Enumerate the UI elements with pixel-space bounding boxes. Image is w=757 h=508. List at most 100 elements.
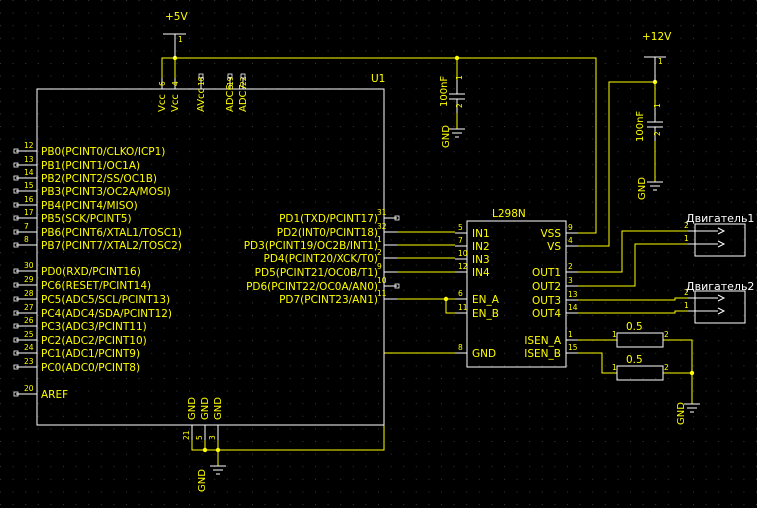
mcu-left-nc-stub — [13, 175, 19, 181]
gnd-label-cap1: GND — [441, 125, 452, 148]
mcu-right-pin-number: 2 — [377, 248, 382, 257]
driver-left-pin-label: EN_B — [472, 308, 499, 320]
driver-right-pin-label: OUT1 — [532, 267, 561, 279]
motor1-label: Двигатель1 — [686, 212, 754, 225]
mcu-left-pin-label: PB2(PCINT2/SS/OC1B) — [41, 173, 157, 185]
mcu-top-nc-stub — [240, 73, 246, 79]
junction-enable — [443, 296, 449, 302]
driver-right-pin-label: ISEN_B — [524, 348, 561, 360]
junction-mcu-gnd — [215, 447, 221, 453]
driver-right-pin-number: 1 — [568, 330, 573, 339]
mcu-bottom-pin-label: GND — [213, 397, 224, 420]
mcu-top-pin-number: 19 — [226, 76, 235, 86]
mcu-left-nc-stub — [13, 229, 19, 235]
driver-left-pin-number: 5 — [458, 223, 463, 232]
mcu-left-nc-stub — [13, 364, 19, 370]
wire-out2 — [578, 243, 688, 287]
mcu-right-pin-number: 10 — [377, 276, 387, 285]
power-label-12v: +12V — [642, 31, 672, 43]
mcu-left-nc-stub — [13, 391, 19, 397]
mcu-left-pin-label: PC1(ADC1/PCINT9) — [41, 348, 140, 360]
junction-mcu-gnd — [202, 447, 208, 453]
junction-res-gnd — [689, 370, 695, 376]
mcu-right-pin-number: 9 — [377, 262, 382, 271]
motor1-pin2: 2 — [684, 221, 689, 230]
mcu-left-pin-label: PD0(RXD/PCINT16) — [41, 266, 141, 278]
driver-right-pin-number: 14 — [568, 303, 578, 312]
mcu-left-nc-stub — [13, 323, 19, 329]
resistor1-body — [616, 332, 664, 348]
components: 6Vcc4Vcc18AVcc19ADC622ADC712PB0(PCINT0/C… — [13, 33, 746, 475]
mcu-bottom-pin-number: 21 — [182, 430, 191, 440]
mcu-left-pin-number: 12 — [24, 141, 34, 150]
driver-right-pin-number: 2 — [568, 262, 573, 271]
driver-ref: L298N — [492, 208, 526, 220]
mcu-top-pin-label: Vcc — [170, 94, 181, 112]
driver-right-pin-number: 15 — [568, 343, 578, 352]
driver-left-pin-number: 7 — [458, 236, 463, 245]
driver-left-pin-label: IN3 — [472, 254, 490, 266]
mcu-left-nc-stub — [13, 296, 19, 302]
driver-left-pin-label: IN4 — [472, 267, 490, 279]
mcu-right-pin-number: 31 — [377, 208, 387, 217]
mcu-left-pin-number: 24 — [24, 343, 34, 352]
mcu-left-pin-number: 27 — [24, 303, 34, 312]
cap1-value: 100nF — [439, 76, 450, 107]
mcu-left-nc-stub — [13, 148, 19, 154]
mcu-bottom-pin-label: GND — [187, 397, 198, 420]
mcu-left-pin-number: 26 — [24, 316, 34, 325]
mcu-left-pin-label: PC0(ADC0/PCINT8) — [41, 362, 140, 374]
wire-out1 — [578, 230, 688, 273]
mcu-right-nc-stub — [394, 215, 400, 221]
mcu-left-nc-stub — [13, 188, 19, 194]
junction-5v-cap — [454, 55, 460, 61]
mcu-left-pin-label: PB3(PCINT3/OC2A/MOSI) — [41, 186, 171, 198]
mcu-left-pin-label: AREF — [41, 389, 68, 401]
power-pin-12v: 1 — [658, 57, 663, 66]
mcu-left-pin-number: 23 — [24, 357, 34, 366]
mcu-top-pin-label: ADC7 — [238, 84, 249, 112]
driver-left-pin-label: GND — [472, 348, 496, 360]
mcu-top-pin-label: Vcc — [157, 94, 168, 112]
driver-left-pin-label: IN1 — [472, 228, 490, 240]
cap1-pin1: 1 — [455, 75, 464, 80]
motor1-body — [694, 223, 746, 257]
resistor2-pin2: 2 — [664, 363, 669, 372]
mcu-left-nc-stub — [13, 337, 19, 343]
cap1-pin2: 2 — [455, 103, 464, 108]
mcu-left-pin-number: 20 — [24, 384, 34, 393]
mcu-right-pin-label: PD2(INT0/PCINT18) — [277, 227, 378, 239]
resistor2-body — [616, 365, 664, 381]
motor1-pin — [717, 227, 726, 235]
mcu-left-pin-number: 28 — [24, 289, 34, 298]
driver-right-pin-label: VSS — [540, 228, 561, 240]
mcu-left-pin-number: 25 — [24, 330, 34, 339]
mcu-right-pin-label: PD3(PCINT19/OC2B/INT1) — [244, 240, 378, 252]
cap2-value: 100nF — [635, 111, 646, 142]
wire-en-b — [445, 299, 455, 314]
wire-5v-rail — [161, 57, 597, 234]
mcu-top-nc-stub — [198, 73, 204, 79]
resistor2-pin1: 1 — [612, 363, 617, 372]
mcu-body — [36, 88, 385, 426]
mcu-left-nc-stub — [13, 350, 19, 356]
mcu-top-pin-number: 18 — [197, 76, 206, 86]
mcu-right-pin-label: PD1(TXD/PCINT17) — [279, 213, 378, 225]
mcu-top-pin-number: 22 — [239, 76, 248, 86]
driver-left-pin-number: 8 — [458, 343, 463, 352]
resistor1-pin1: 1 — [612, 330, 617, 339]
mcu-left-nc-stub — [13, 268, 19, 274]
mcu-left-pin-label: PB1(PCINT1/OC1A) — [41, 160, 140, 172]
mcu-left-pin-label: PC6(RESET/PCINT14) — [41, 280, 151, 292]
mcu-left-pin-number: 14 — [24, 168, 34, 177]
driver-right-pin-number: 9 — [568, 223, 573, 232]
mcu-left-nc-stub — [13, 215, 19, 221]
mcu-right-pin-label: PD4(PCINT20/XCK/T0) — [264, 253, 379, 265]
mcu-top-pin-label: ADC6 — [225, 84, 236, 112]
gnd-label-cap2: GND — [637, 177, 648, 200]
mcu-ref: U1 — [371, 73, 385, 85]
mcu-top-pin-label: AVcc — [196, 88, 207, 112]
power-pin-5v: 1 — [178, 35, 183, 44]
wire-out3 — [578, 297, 688, 301]
